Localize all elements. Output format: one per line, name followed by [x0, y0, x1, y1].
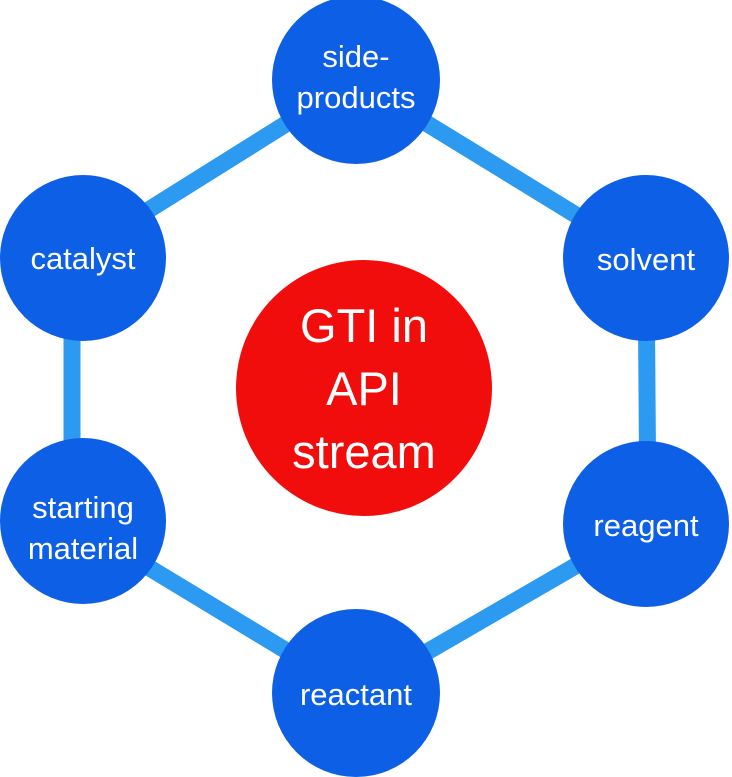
node-label-line-1: side-	[322, 39, 389, 74]
node-solvent: solvent	[563, 175, 729, 341]
node-circle	[563, 441, 729, 607]
node-circle	[563, 175, 729, 341]
node-label-line-1: reactant	[300, 677, 412, 712]
center-node: GTI in API stream	[236, 260, 492, 516]
center-line-1: GTI in	[300, 299, 428, 352]
node-reagent: reagent	[563, 441, 729, 607]
node-label-line-1: reagent	[593, 508, 699, 543]
center-line-3: stream	[292, 425, 436, 478]
node-circle	[272, 0, 440, 164]
node-label-line-1: catalyst	[30, 241, 135, 276]
center-circle	[236, 260, 492, 516]
node-label-line-1: solvent	[597, 242, 696, 277]
node-circle	[272, 609, 440, 777]
node-circle	[0, 438, 166, 604]
node-label-line-2: products	[297, 80, 416, 115]
node-reactant: reactant	[272, 609, 440, 777]
center-line-2: API	[326, 362, 402, 415]
node-label-line-2: material	[28, 531, 138, 566]
node-label-line-1: starting	[32, 490, 134, 525]
node-side-products: side- products	[272, 0, 440, 164]
node-catalyst: catalyst	[0, 175, 166, 341]
node-starting-material: starting material	[0, 438, 166, 604]
node-circle	[0, 175, 166, 341]
